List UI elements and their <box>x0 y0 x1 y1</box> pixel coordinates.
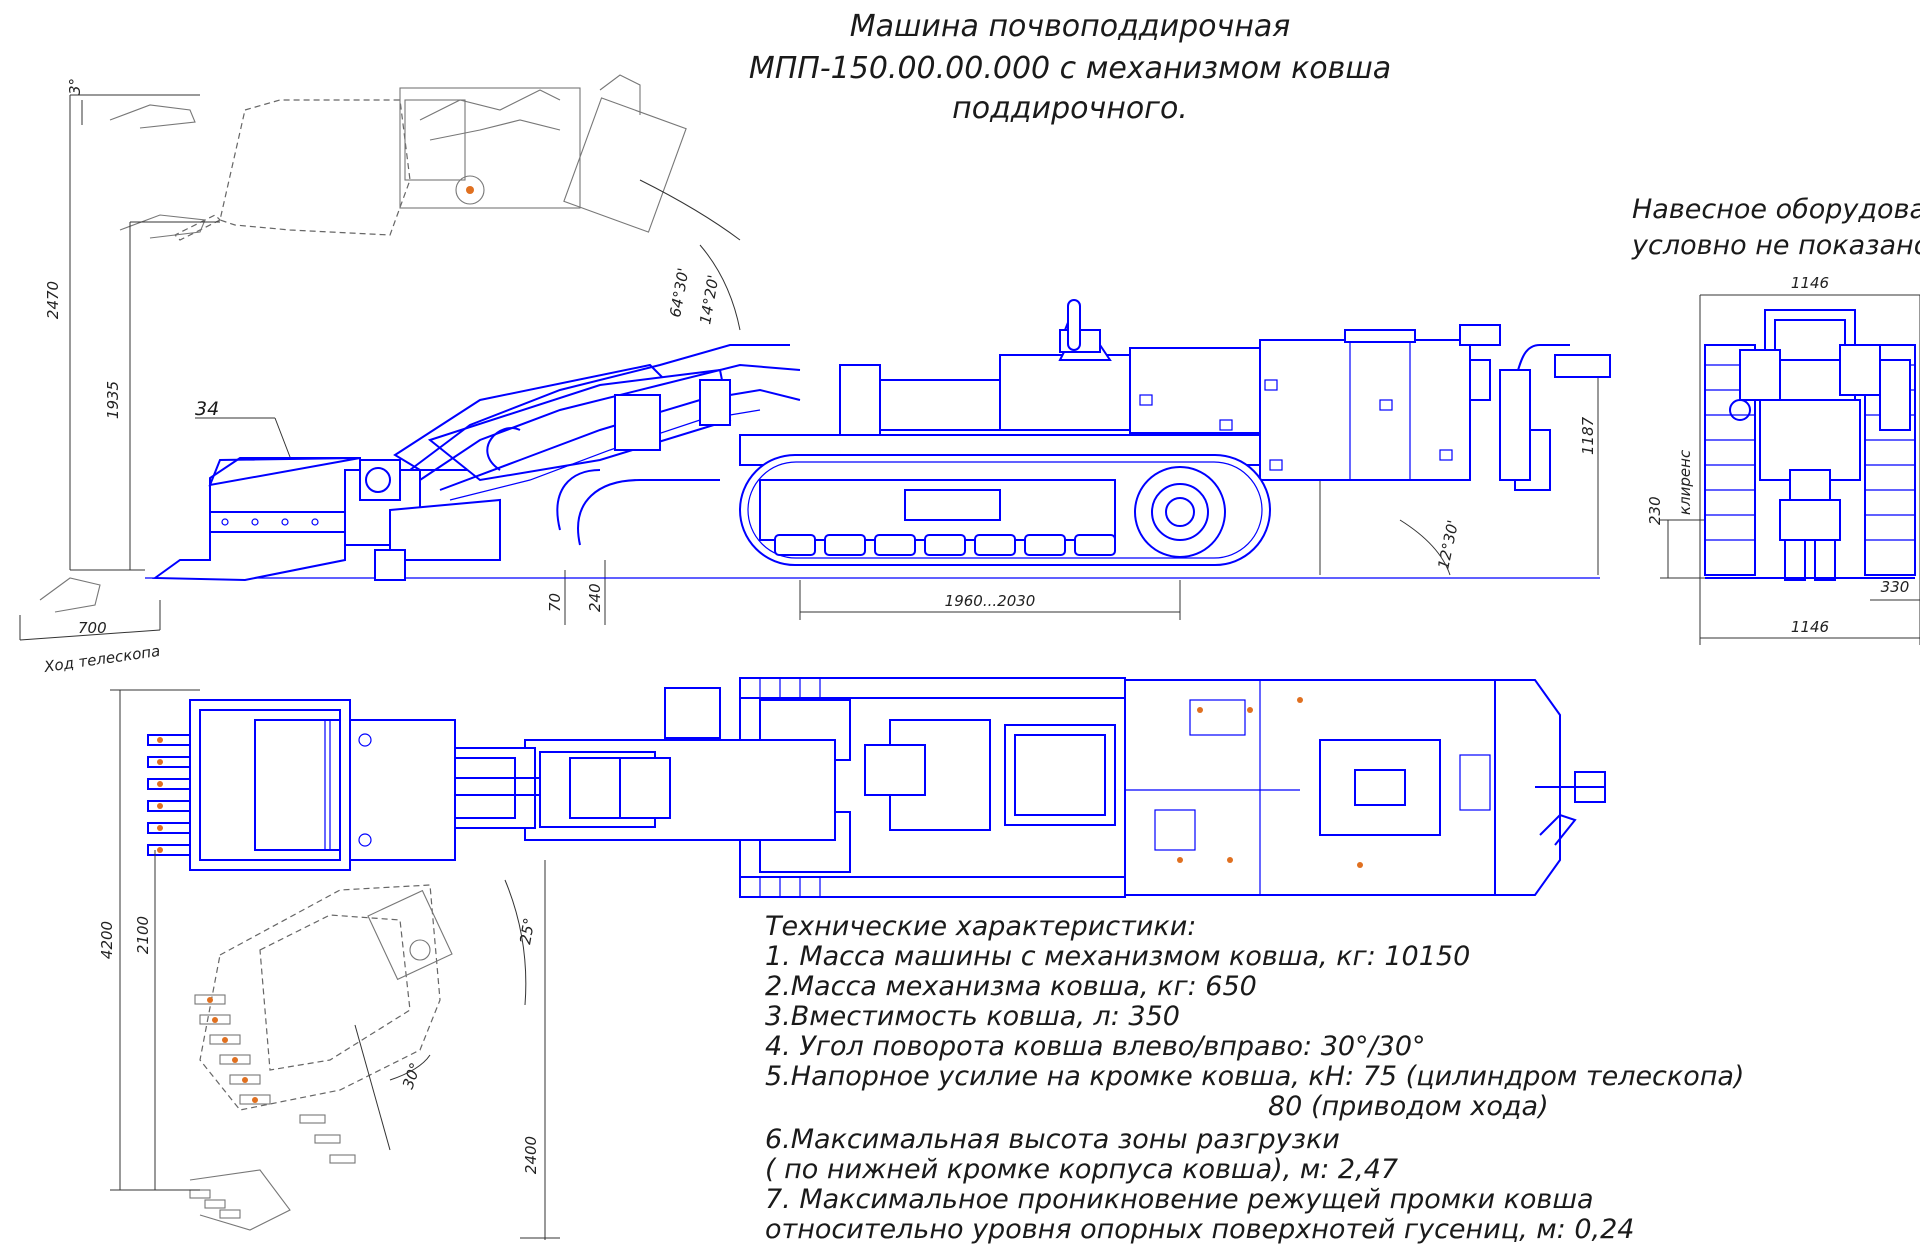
dim-1187: 1187 <box>1579 416 1597 455</box>
dim-2470: 2470 <box>44 281 62 319</box>
dim-70: 70 <box>546 593 564 612</box>
dim-angle-3: 12°30' <box>1434 518 1462 570</box>
technical-specs: Технические характеристики: 1. Масса маш… <box>765 911 1744 1245</box>
front-dim-230: 230 <box>1646 496 1664 525</box>
spec-line-4: 4. Угол поворота ковша влево/вправо: 30°… <box>765 1031 1426 1062</box>
drawing-title: Машина почвоподдирочная МПП-150.00.00.00… <box>749 9 1391 126</box>
spec-line-1: 1. Масса машины с механизмом ковша, кг: … <box>765 941 1470 972</box>
bucket-rotated-ghost: 30° 25° <box>189 879 539 1231</box>
spec-line-6: 6.Максимальная высота зоны разгрузки <box>765 1124 1340 1155</box>
front-width-bottom: 1146 <box>1791 618 1829 636</box>
clearance-label: клиренс <box>1676 449 1694 515</box>
dim-track-length: 1960...2030 <box>945 592 1036 610</box>
title-line-1: Машина почвоподдирочная <box>850 9 1291 44</box>
side-view-machine <box>145 299 1611 582</box>
equipment-note: Навесное оборудование условно не показан… <box>1631 194 1920 261</box>
front-width-top: 1146 <box>1791 274 1829 292</box>
dim-700: 700 <box>78 619 107 637</box>
title-line-2: МПП-150.00.00.000 с механизмом ковша <box>749 51 1391 86</box>
note-line-2: условно не показано <box>1631 230 1920 261</box>
spec-line-7b: относительно уровня опорных поверхнотей … <box>765 1214 1634 1245</box>
dim-angle-2: 14°20' <box>696 274 722 326</box>
spec-line-6b: ( по нижней кромке корпуса ковша), м: 2,… <box>765 1154 1398 1185</box>
title-line-3: поддирочного. <box>952 91 1188 126</box>
unloading-position-ghost <box>39 74 741 613</box>
dim-4200: 4200 <box>98 921 116 959</box>
callout-34: 34 <box>195 398 219 420</box>
spec-line-5b: 80 (приводом хода) <box>1268 1091 1549 1122</box>
front-track-width: 330 <box>1881 578 1910 596</box>
spec-line-7: 7. Максимальное проникновение режущей пр… <box>765 1184 1594 1215</box>
angle-25: 25° <box>516 916 538 945</box>
front-view: 1146 1146 330 230 клиренс <box>1646 274 1920 645</box>
spec-line-2: 2.Масса механизма ковша, кг: 650 <box>765 971 1257 1002</box>
note-line-1: Навесное оборудование <box>1632 194 1920 225</box>
dim-240: 240 <box>586 583 604 612</box>
spec-line-5: 5.Напорное усилие на кромке ковша, кН: 7… <box>765 1061 1744 1092</box>
telescope-travel-label: Ход телескопа <box>42 642 161 676</box>
specs-heading: Технические характеристики: <box>765 911 1196 942</box>
spec-line-3: 3.Вместимость ковша, л: 350 <box>765 1001 1180 1032</box>
dim-1935: 1935 <box>104 381 122 419</box>
plan-view-dimensions: 4200 2100 2400 <box>98 689 560 1240</box>
dim-2100: 2100 <box>134 916 152 954</box>
dim-angle-top: 3° <box>66 78 84 95</box>
dim-angle-1: 64°30' <box>666 267 692 319</box>
dim-2400: 2400 <box>522 1136 540 1174</box>
plan-view <box>147 677 1606 898</box>
